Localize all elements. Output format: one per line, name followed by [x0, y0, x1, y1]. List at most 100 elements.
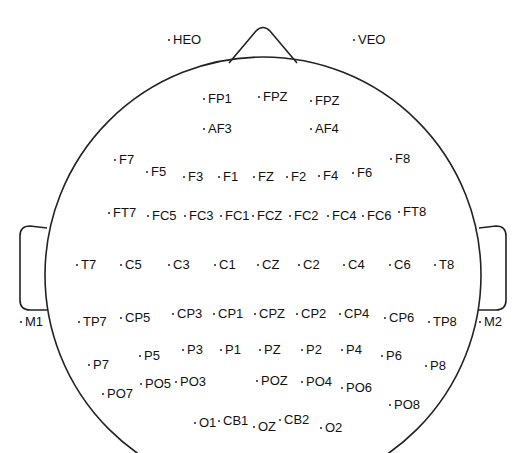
right-ear — [478, 226, 506, 310]
electrode-label: P8 — [429, 359, 447, 373]
electrode-label: F2 — [290, 170, 307, 184]
electrode-label: FCZ — [256, 209, 283, 223]
electrode-dot — [78, 321, 80, 323]
electrode-label: CPZ — [258, 307, 286, 321]
electrode-dot — [214, 264, 216, 266]
electrode-label: CP1 — [217, 307, 244, 321]
electrode-dot — [258, 96, 260, 98]
electrode-label: C3 — [172, 258, 191, 272]
electrode-label: F5 — [150, 165, 167, 179]
electrode-label: PO6 — [345, 381, 373, 395]
electrode-dot — [339, 313, 341, 315]
electrode-label: FC3 — [188, 209, 215, 223]
electrode-dot — [318, 175, 320, 177]
electrode-label: P7 — [92, 358, 110, 372]
electrode-dot — [203, 128, 205, 130]
electrode-label: PO4 — [305, 375, 333, 389]
electrode-label: C2 — [302, 258, 321, 272]
electrode-label: FZ — [257, 170, 275, 184]
electrode-label: AF4 — [314, 122, 340, 136]
electrode-dot — [218, 420, 220, 422]
electrode-label: TP7 — [82, 315, 108, 329]
electrode-dot — [428, 321, 430, 323]
electrode-label: F4 — [322, 169, 339, 183]
electrode-label: PO3 — [179, 375, 207, 389]
electrode-dot — [108, 212, 110, 214]
electrode-label: AF3 — [207, 122, 233, 136]
electrode-label: CP6 — [388, 311, 415, 325]
electrode-dot — [434, 264, 436, 266]
electrode-label: FPZ — [314, 94, 341, 108]
electrode-dot — [296, 313, 298, 315]
electrode-dot — [341, 387, 343, 389]
electrode-dot — [327, 215, 329, 217]
electrode-label: C4 — [347, 258, 366, 272]
electrode-dot — [203, 98, 205, 100]
electrode-dot — [182, 349, 184, 351]
electrode-label: CB2 — [283, 413, 310, 427]
electrode-label: M1 — [24, 315, 44, 329]
electrode-dot — [76, 264, 78, 266]
electrode-dot — [114, 159, 116, 161]
electrode-dot — [218, 176, 220, 178]
electrode-label: F6 — [356, 166, 373, 180]
electrode-dot — [253, 176, 255, 178]
electrode-dot — [220, 215, 222, 217]
electrode-dot — [384, 317, 386, 319]
electrode-dot — [139, 355, 141, 357]
electrode-dot — [289, 215, 291, 217]
electrode-dot — [362, 215, 364, 217]
electrode-dot — [194, 422, 196, 424]
electrode-dot — [298, 264, 300, 266]
electrode-dot — [389, 404, 391, 406]
electrode-dot — [140, 383, 142, 385]
electrode-dot — [341, 349, 343, 351]
electrode-dot — [20, 321, 22, 323]
electrode-dot — [301, 381, 303, 383]
electrode-label: FPZ — [262, 90, 289, 104]
electrode-label: OZ — [257, 420, 277, 434]
electrode-dot — [259, 349, 261, 351]
electrode-dot — [352, 172, 354, 174]
electrode-label: VEO — [357, 33, 386, 47]
electrode-label: FT7 — [112, 206, 137, 220]
electrode-label: CP2 — [300, 307, 327, 321]
electrode-label: C5 — [124, 258, 143, 272]
electrode-label: C6 — [393, 258, 412, 272]
electrode-dot — [310, 100, 312, 102]
electrode-dot — [183, 176, 185, 178]
electrode-label: FP1 — [207, 92, 233, 106]
electrode-dot — [398, 211, 400, 213]
electrode-label: FC5 — [151, 209, 178, 223]
head-circle — [45, 57, 481, 453]
electrode-label: POZ — [260, 374, 289, 388]
electrode-dot — [256, 380, 258, 382]
electrode-dot — [102, 393, 104, 395]
electrode-dot — [146, 171, 148, 173]
electrode-label: PO5 — [144, 377, 172, 391]
electrode-dot — [320, 427, 322, 429]
electrode-label: PO7 — [106, 387, 134, 401]
electrode-dot — [175, 381, 177, 383]
left-ear — [20, 226, 48, 310]
electrode-dot — [147, 215, 149, 217]
electrode-label: P4 — [345, 343, 363, 357]
electrode-dot — [172, 313, 174, 315]
electrode-dot — [479, 321, 481, 323]
electrode-label: T8 — [438, 258, 455, 272]
electrode-dot — [257, 264, 259, 266]
electrode-label: P5 — [143, 349, 161, 363]
electrode-dot — [168, 264, 170, 266]
electrode-label: CP3 — [176, 307, 203, 321]
electrode-label: C1 — [218, 258, 237, 272]
electrode-label: F7 — [118, 153, 135, 167]
electrode-label: P3 — [186, 343, 204, 357]
electrode-dot — [425, 365, 427, 367]
electrode-label: FC1 — [224, 209, 251, 223]
electrode-label: CP5 — [124, 311, 151, 325]
electrode-dot — [213, 313, 215, 315]
electrode-dot — [310, 128, 312, 130]
electrode-dot — [253, 426, 255, 428]
electrode-dot — [254, 313, 256, 315]
electrode-dot — [390, 158, 392, 160]
